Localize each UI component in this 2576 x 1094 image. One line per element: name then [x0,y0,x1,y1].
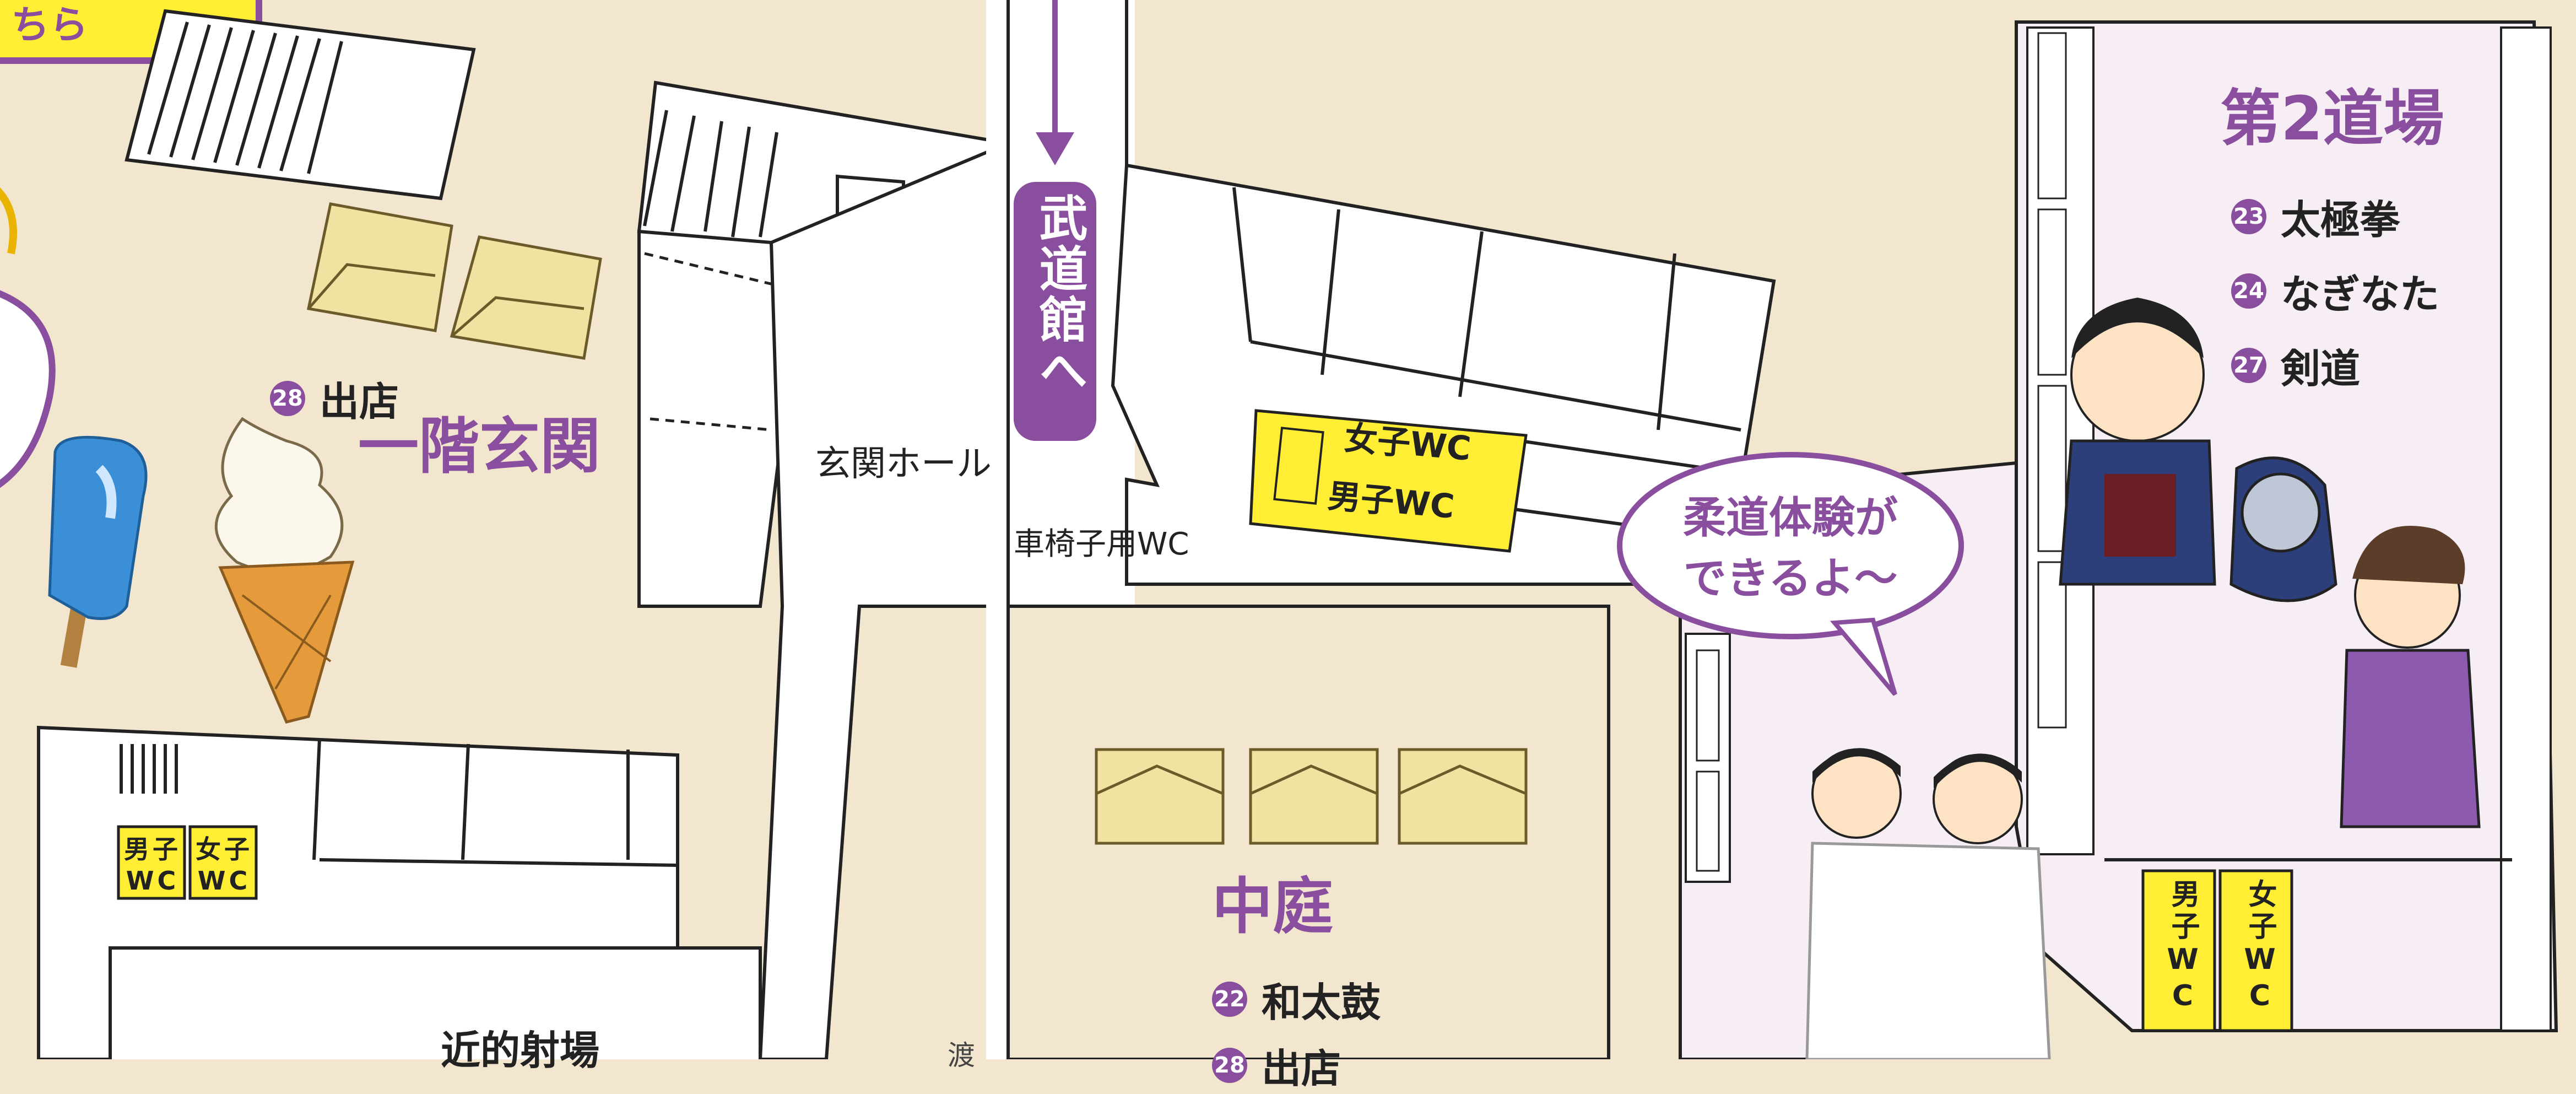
entrance-event: 28 出店 [270,369,399,427]
event-name: 剣道 [2281,346,2361,392]
wheelchair-wc-label: 車椅子用WC [1014,526,1189,562]
judo-speech-bubble [1617,452,1964,696]
event-number-badge: 24 [2231,273,2266,309]
main-corridor [758,141,1010,1059]
wheelchair-wc-outline [1273,427,1324,505]
dojo2-event-3: 27 剣道 [2231,336,2360,394]
judo-kids-illustration [1805,748,2051,1059]
event-name: 和太鼓 [1262,979,1381,1026]
soft-serve-icon [214,417,355,724]
event-number-badge: 27 [2231,347,2266,383]
budokan-arrow [1014,0,1096,441]
event-number-badge: 22 [1212,981,1247,1017]
wc-female-left: 女子WC [196,834,253,896]
dojo2-title: 第2道場 [2220,83,2444,154]
dojo-grilles [1696,32,2067,872]
dojo2-event-2: 24 なぎなた [2231,262,2439,320]
taichi-woman-illustration [2340,526,2481,828]
wc-male-right: 男子WC [2166,879,2199,1016]
kendo-boy-illustration [2059,298,2216,586]
wc-male-left: 男子WC [124,834,181,896]
hall-label: 玄関ホール [815,444,992,484]
event-name: なぎなた [2281,271,2440,317]
courtyard-title: 中庭 [1212,871,1333,942]
stall-tents [307,202,1528,845]
floor-map [0,0,2558,1059]
wc-male-center: 男子WC [1326,477,1456,526]
judo-bubble-line-2: できるよ〜 [1683,554,1898,603]
left-edge-bubble [0,187,56,488]
event-name: 出店 [320,379,399,425]
judo-bubble-line-1: 柔道体験が [1682,493,1898,543]
wc-female-center: 女子WC [1343,419,1473,468]
courtyard-event-2: 28 出店 [1212,1036,1341,1094]
lower-left-building [37,725,762,1059]
stairs-top-left [125,9,476,201]
courtyard-event-1: 22 和太鼓 [1212,970,1381,1028]
wc-female-right: 女子WC [2243,879,2276,1016]
event-number-badge: 23 [2231,198,2266,234]
event-name: 出店 [1262,1046,1341,1092]
ice-pop-icon [48,435,148,668]
kendo-mask-icon [2229,456,2337,602]
entrance-title: 一階玄関 [358,411,600,482]
archery-label: 近的射場 [441,1027,600,1074]
corner-label: ちら [11,2,88,47]
event-number-badge: 28 [270,380,305,416]
budokan-sign: 武道館へ [1031,193,1088,396]
bottom-mid-label: 渡 [948,1039,975,1071]
event-name: 太極拳 [2281,197,2400,243]
wc-blocks [117,409,2293,1032]
event-number-badge: 28 [1212,1047,1247,1083]
dojo2-event-1: 23 太極拳 [2231,187,2400,245]
